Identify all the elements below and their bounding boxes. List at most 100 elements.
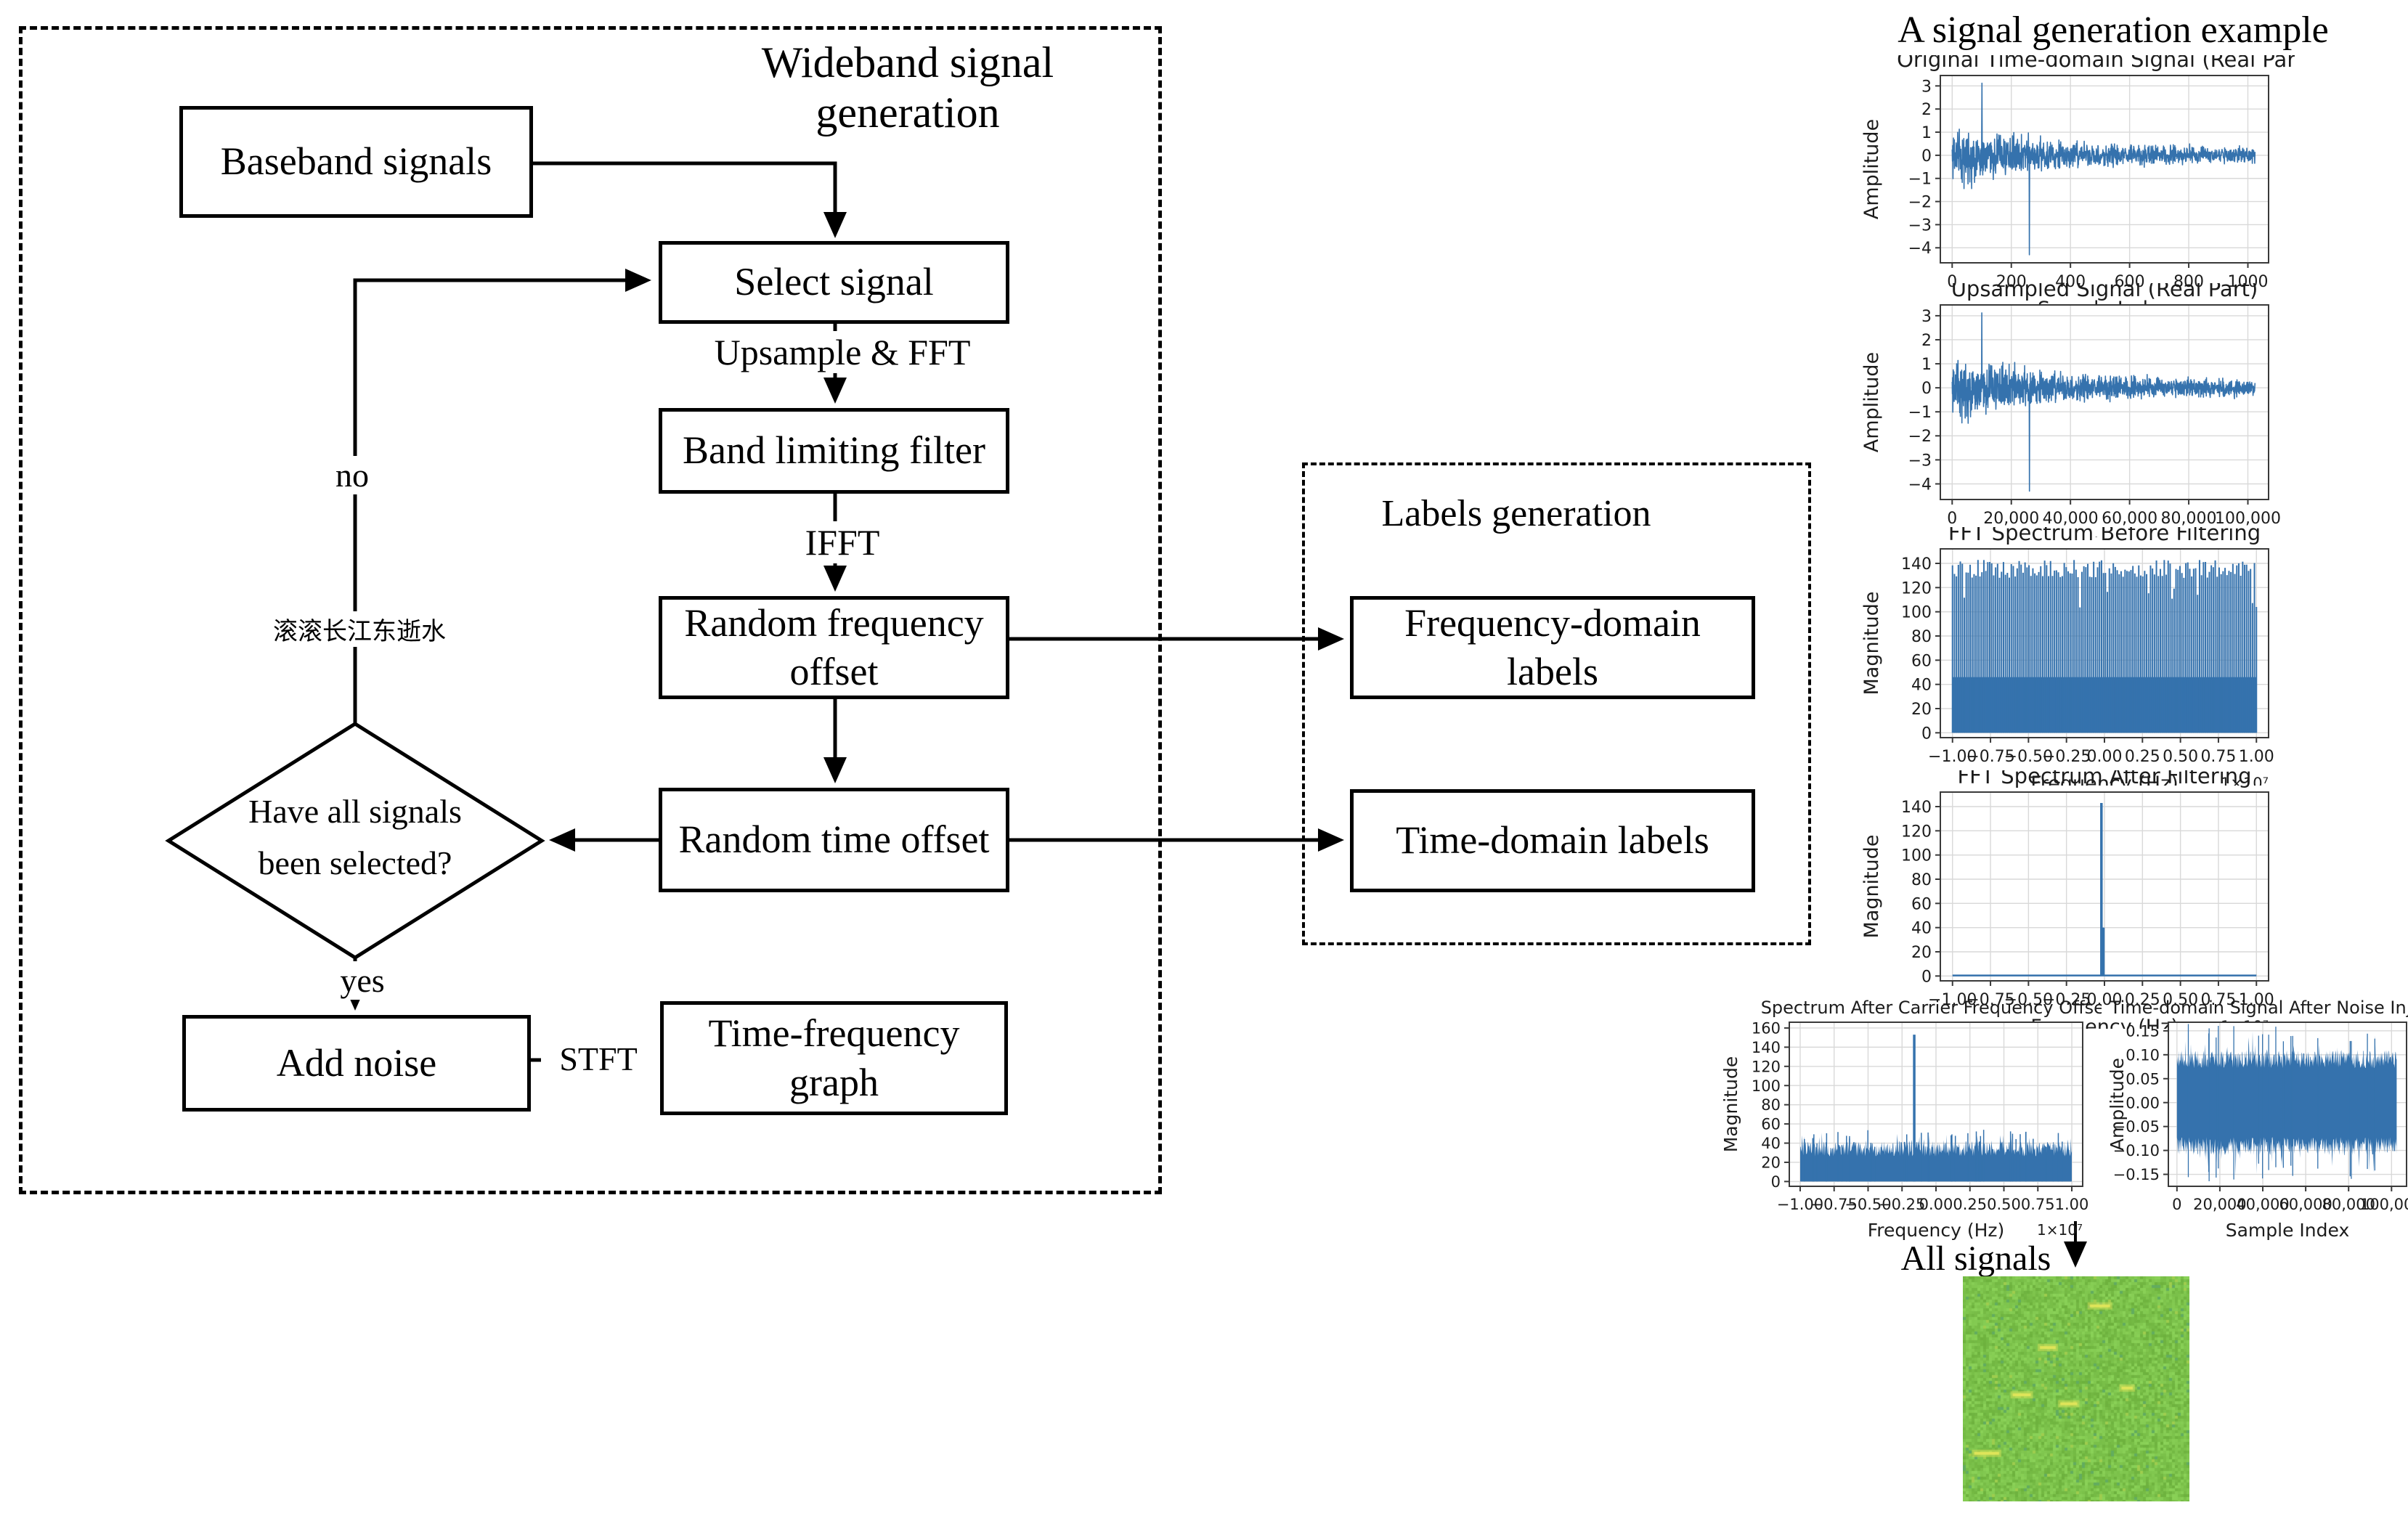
- svg-text:100: 100: [1752, 1077, 1781, 1095]
- watermark-text: 滚滚长江东逝水: [232, 611, 487, 647]
- svg-text:0.00: 0.00: [2126, 1094, 2160, 1112]
- svg-text:Magnitude: Magnitude: [1860, 591, 1883, 695]
- svg-text:0: 0: [2172, 1196, 2181, 1213]
- svg-text:0.25: 0.25: [1953, 1196, 1987, 1213]
- svg-text:60: 60: [1911, 652, 1932, 670]
- svg-text:0.10: 0.10: [2126, 1046, 2160, 1064]
- svg-text:Frequency (Hz): Frequency (Hz): [1868, 1220, 2005, 1241]
- svg-text:40,000: 40,000: [2236, 1196, 2289, 1213]
- svg-text:0: 0: [1921, 147, 1932, 166]
- svg-text:0.00: 0.00: [2087, 991, 2123, 1009]
- svg-text:−0.75: −0.75: [1966, 748, 2014, 766]
- svg-text:FFT Spectrum Before Filtering: FFT Spectrum Before Filtering: [1948, 527, 2261, 545]
- svg-text:3: 3: [1921, 308, 1932, 326]
- svg-text:20: 20: [1911, 944, 1932, 962]
- svg-text:80: 80: [1911, 628, 1932, 646]
- svg-text:−2: −2: [1908, 194, 1932, 212]
- flow-node-band-limiting-filter: Band limiting filter: [659, 408, 1009, 494]
- svg-text:Magnitude: Magnitude: [1720, 1056, 1741, 1152]
- svg-text:1000: 1000: [2227, 273, 2268, 291]
- flow-node-select-signal: Select signal: [659, 241, 1009, 324]
- svg-text:100,000: 100,000: [2360, 1196, 2408, 1213]
- svg-text:0: 0: [1921, 725, 1932, 743]
- svg-text:−0.75: −0.75: [1966, 991, 2014, 1009]
- svg-text:80: 80: [1761, 1096, 1781, 1114]
- svg-text:Time-domain Signal After Noise: Time-domain Signal After Noise Injection: [2110, 999, 2408, 1018]
- svg-text:0: 0: [1921, 968, 1932, 986]
- svg-text:−0.05: −0.05: [2113, 1118, 2160, 1135]
- svg-text:120: 120: [1901, 823, 1932, 841]
- svg-text:−2: −2: [1908, 428, 1932, 446]
- wideband-generation-title: Wideband signal generation: [761, 38, 1054, 136]
- svg-text:400: 400: [2055, 273, 2086, 291]
- svg-text:−1: −1: [1908, 171, 1932, 189]
- svg-text:140: 140: [1901, 799, 1932, 817]
- svg-text:−4: −4: [1908, 240, 1932, 258]
- svg-text:60: 60: [1911, 895, 1932, 913]
- svg-text:Magnitude: Magnitude: [1860, 834, 1883, 938]
- svg-text:40: 40: [1911, 677, 1932, 695]
- svg-text:80: 80: [1911, 871, 1932, 889]
- svg-text:2: 2: [1921, 101, 1932, 119]
- svg-text:0: 0: [1921, 380, 1932, 398]
- svg-text:−0.10: −0.10: [2113, 1142, 2160, 1159]
- svg-text:120: 120: [1901, 579, 1932, 598]
- svg-text:40: 40: [1761, 1135, 1781, 1152]
- svg-text:−3: −3: [1908, 216, 1932, 235]
- svg-text:20,000: 20,000: [1983, 510, 2039, 528]
- svg-text:−0.50: −0.50: [2004, 748, 2053, 766]
- svg-text:−0.75: −0.75: [1811, 1196, 1858, 1213]
- svg-text:−3: −3: [1908, 452, 1932, 470]
- svg-text:80,000: 80,000: [2161, 510, 2217, 528]
- svg-text:−4: −4: [1908, 476, 1932, 494]
- example-title: A signal generation example: [1897, 9, 2329, 51]
- svg-text:3: 3: [1921, 78, 1932, 96]
- svg-text:0.75: 0.75: [2200, 748, 2236, 766]
- svg-text:Original Time-domain Signal (R: Original Time-domain Signal (Real Part): [1897, 55, 2295, 72]
- svg-text:1.00: 1.00: [2055, 1196, 2089, 1213]
- flow-node-frequency-domain-labels: Frequency-domain labels: [1350, 596, 1755, 699]
- svg-text:−0.25: −0.25: [2042, 748, 2091, 766]
- svg-text:60,000: 60,000: [2102, 510, 2157, 528]
- svg-text:0: 0: [1947, 273, 1957, 291]
- svg-text:−1: −1: [1908, 404, 1932, 422]
- labels-generation-container: [1302, 462, 1811, 945]
- flow-node-add-noise: Add noise: [182, 1015, 531, 1112]
- svg-text:0.50: 0.50: [2163, 991, 2198, 1009]
- flow-node-random-time-offset: Random time offset: [659, 788, 1009, 892]
- flow-node-random-frequency-offset: Random frequency offset: [659, 596, 1009, 699]
- svg-text:20: 20: [1911, 701, 1932, 719]
- svg-text:0.15: 0.15: [2126, 1022, 2160, 1040]
- all-signals-spectrogram: [1963, 1276, 2189, 1501]
- svg-text:40: 40: [1911, 920, 1932, 938]
- svg-text:Amplitude: Amplitude: [1860, 119, 1883, 219]
- svg-text:−0.15: −0.15: [2113, 1166, 2160, 1183]
- svg-text:−1.00: −1.00: [1928, 991, 1977, 1009]
- flow-node-baseband-signals: Baseband signals: [179, 106, 533, 218]
- svg-text:600: 600: [2115, 273, 2145, 291]
- edge-label-no: no: [309, 456, 396, 494]
- svg-text:−0.50: −0.50: [1844, 1196, 1891, 1213]
- svg-text:0.00: 0.00: [1919, 1196, 1953, 1213]
- svg-text:20,000: 20,000: [2193, 1196, 2246, 1213]
- decision-diamond-label: Have all signals been selected?: [248, 793, 462, 882]
- svg-text:1.00: 1.00: [2239, 748, 2274, 766]
- svg-text:0.00: 0.00: [2087, 748, 2123, 766]
- svg-text:Sample Index: Sample Index: [2226, 1220, 2350, 1241]
- svg-text:60: 60: [1761, 1116, 1781, 1133]
- svg-text:0.75: 0.75: [2021, 1196, 2055, 1213]
- svg-text:−0.50: −0.50: [2004, 991, 2053, 1009]
- svg-text:100: 100: [1901, 604, 1932, 622]
- svg-text:0.25: 0.25: [2125, 748, 2160, 766]
- svg-text:80,000: 80,000: [2322, 1196, 2375, 1213]
- svg-text:60,000: 60,000: [2279, 1196, 2332, 1213]
- svg-text:Amplitude: Amplitude: [2107, 1058, 2128, 1151]
- svg-text:−0.25: −0.25: [2042, 991, 2091, 1009]
- svg-text:40,000: 40,000: [2043, 510, 2099, 528]
